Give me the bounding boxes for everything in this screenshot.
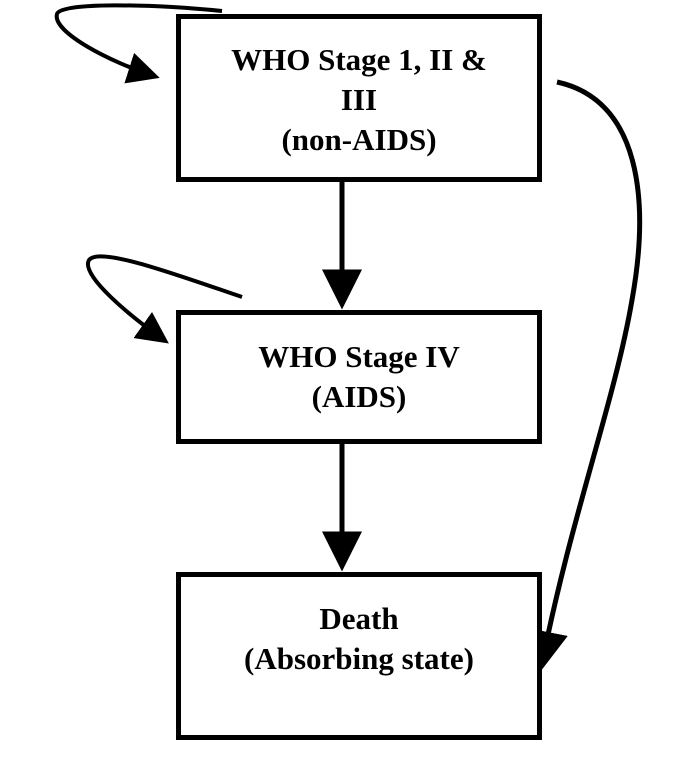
self-loop-arrow-stage-4 — [85, 254, 243, 344]
state-box-death: Death (Absorbing state) — [176, 572, 542, 740]
state-label-death: Death (Absorbing state) — [244, 599, 474, 679]
state-title: WHO Stage IV — [258, 339, 460, 374]
state-title: Death — [319, 601, 399, 636]
state-subtitle: (non-AIDS) — [281, 122, 437, 157]
state-subtitle: (AIDS) — [311, 379, 407, 414]
self-loop-arrow-stage-1-3 — [54, 3, 223, 84]
state-box-stage-4: WHO Stage IV (AIDS) — [176, 310, 542, 444]
state-label-stage-4: WHO Stage IV (AIDS) — [258, 337, 460, 417]
state-subtitle: (Absorbing state) — [244, 641, 474, 676]
state-title-line-2: III — [340, 82, 378, 117]
state-title-line-1: WHO Stage 1, II & — [231, 42, 487, 77]
state-label-stage-1-3: WHO Stage 1, II & III (non-AIDS) — [231, 40, 487, 160]
arrow-stage-1-3-to-death — [528, 79, 642, 672]
state-box-stage-1-3: WHO Stage 1, II & III (non-AIDS) — [176, 14, 542, 182]
